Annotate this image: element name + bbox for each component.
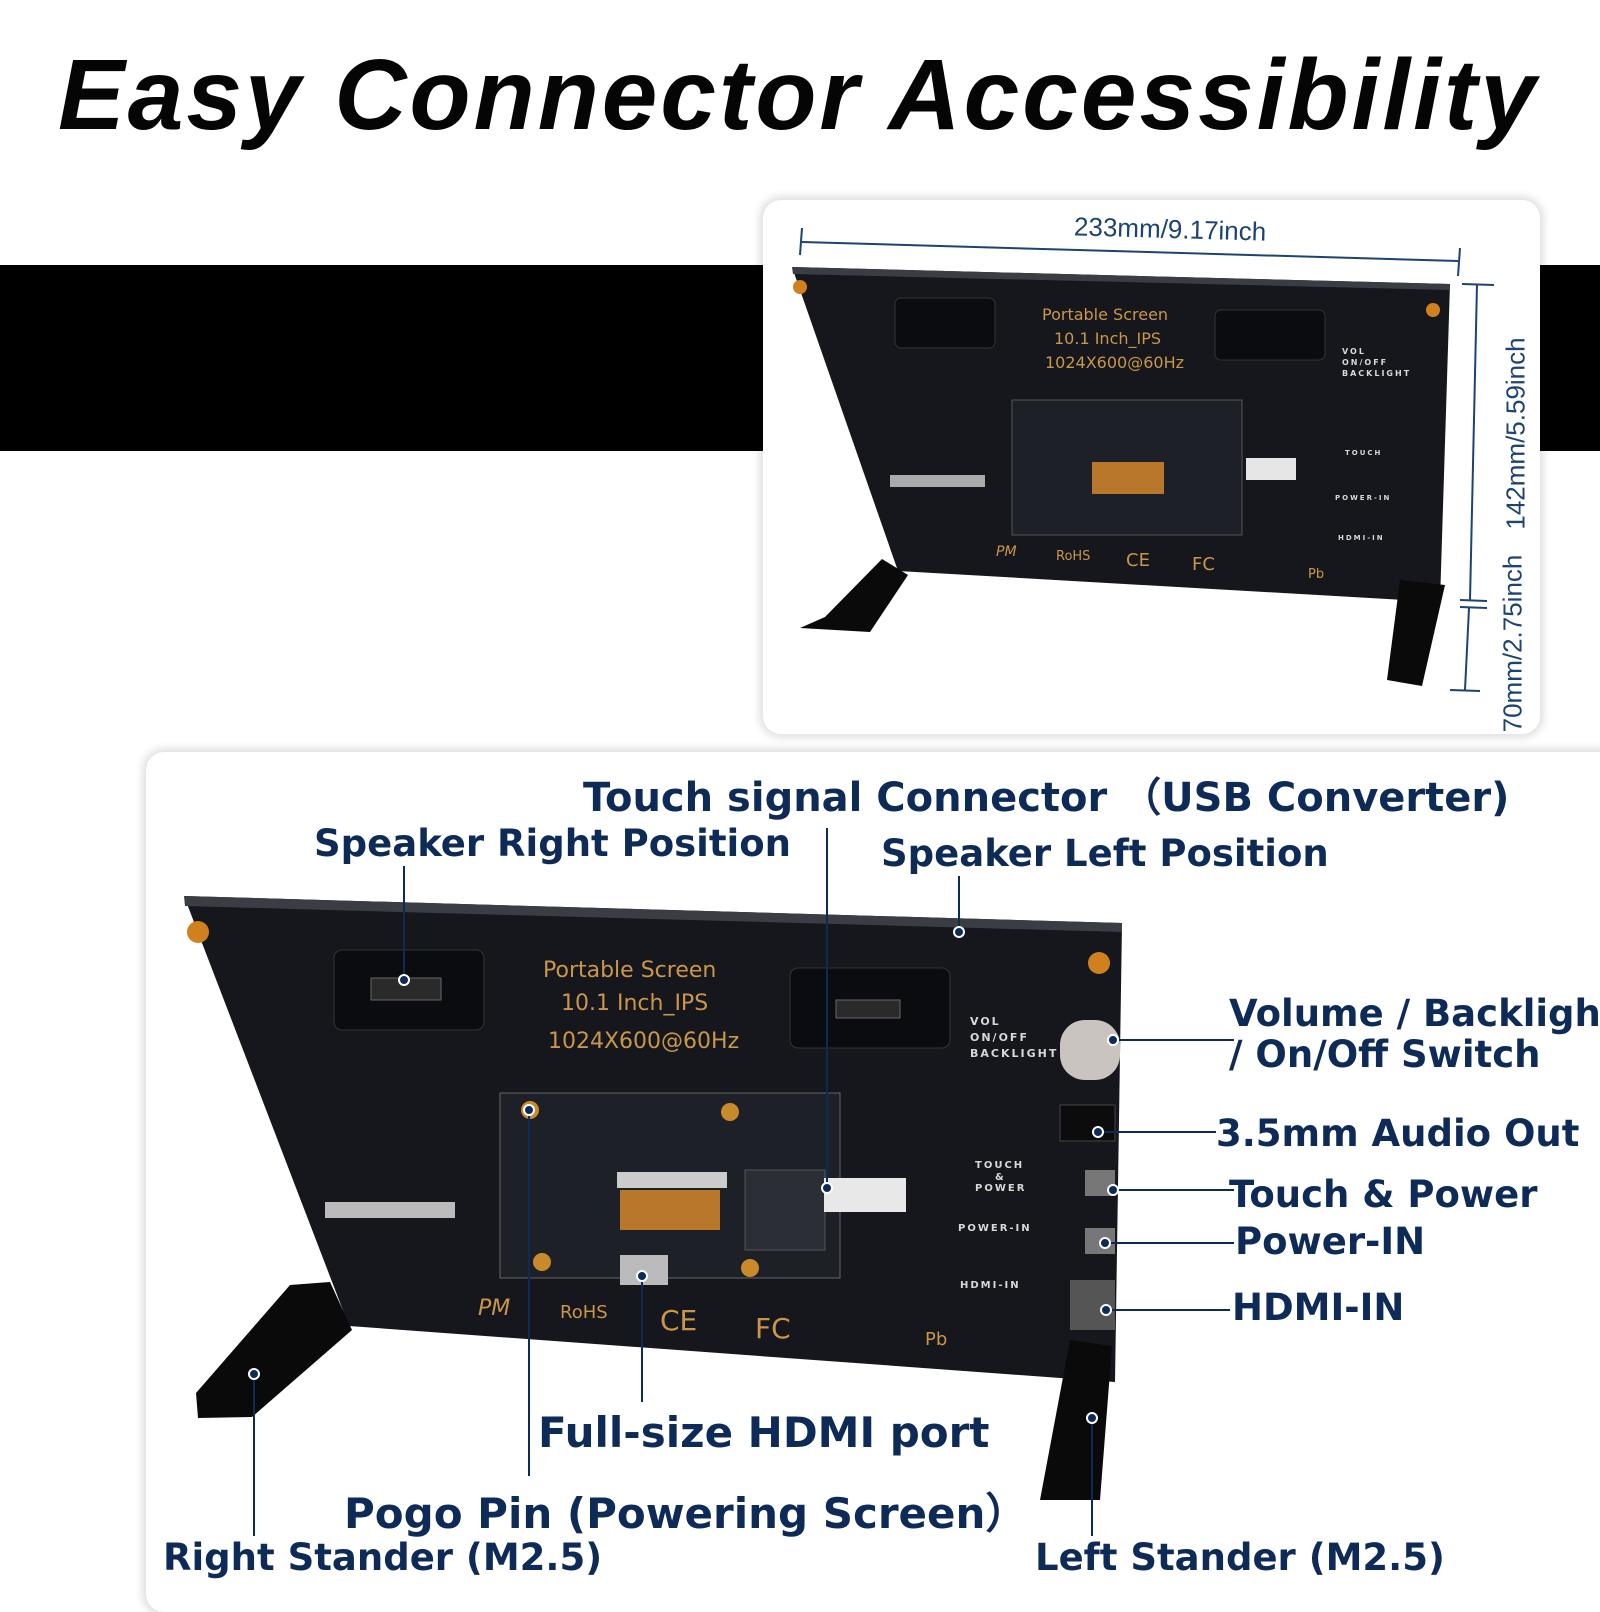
pogo-pin-label: Pogo Pin (Powering Screen） [344,1489,1028,1538]
top-board-image: Portable Screen 10.1 Inch_IPS 1024X600@6… [792,267,1450,686]
silk-touch: TOUCH [1345,449,1382,457]
silkscreen-line1: Portable Screen [1042,305,1168,324]
touch-signal-label: Touch signal Connector （USB Converter) [583,775,1510,821]
silk-power-in: POWER-IN [1335,494,1391,502]
silk-hdmi-in: HDMI-IN [960,1280,1021,1291]
silk-backlight: BACKLIGHT [1342,369,1411,378]
bottom-board-image: Portable Screen 10.1 Inch_IPS 1024X600@6… [184,896,1122,1500]
logo-pm: PM [478,1296,510,1321]
silk-amp: & [995,1172,1006,1183]
logo-pb: Pb [1308,567,1324,582]
hdmi-in-label: HDMI-IN [1232,1286,1405,1329]
logo-pm: PM [996,544,1017,560]
dimension-lines [799,227,1495,692]
silkscreen-line2: 10.1 Inch_IPS [1054,329,1161,349]
touch-power-label: Touch & Power [1229,1173,1538,1216]
logo-rohs: RoHS [1056,549,1090,564]
left-stander-label: Left Stander (M2.5) [1035,1536,1445,1579]
logo-ce: CE [660,1304,697,1337]
logo-fc: FC [1192,554,1215,575]
silkscreen-line3: 1024X600@60Hz [1045,353,1184,372]
silk-power: POWER [975,1183,1026,1194]
full-hdmi-label: Full-size HDMI port [538,1408,990,1457]
silk-onoff: ON/OFF [1342,358,1388,367]
silk-vol: VOL [1342,347,1366,356]
silkscreen-line1: Portable Screen [543,958,716,983]
silkscreen-line2: 10.1 Inch_IPS [561,991,708,1016]
silk-backlight: BACKLIGHT [970,1047,1058,1060]
silkscreen-line3: 1024X600@60Hz [548,1029,739,1054]
silk-onoff: ON/OFF [970,1031,1029,1044]
stand-height-dimension: 70mm/2.75inch [1497,554,1528,733]
leader-lines [253,828,1234,1536]
power-in-label: Power-IN [1235,1220,1426,1263]
logo-fc: FC [755,1312,791,1345]
volume-label-line2: / On/Off Switch [1229,1033,1541,1076]
volume-label-line1: Volume / Backlight [1229,992,1600,1035]
logo-ce: CE [1126,550,1150,571]
page-title: Easy Connector Accessibility [58,39,1539,151]
leader-dots [248,926,1119,1424]
board-height-dimension: 142mm/5.59inch [1500,337,1531,530]
speaker-right-label: Speaker Right Position [314,822,791,865]
width-dimension: 233mm/9.17inch [1073,211,1267,247]
silk-touch: TOUCH [975,1160,1024,1171]
silk-vol: VOL [970,1015,1001,1028]
logo-rohs: RoHS [560,1302,608,1323]
silk-power-in: POWER-IN [958,1223,1032,1234]
silk-hdmi-in: HDMI-IN [1338,534,1385,542]
right-stander-label: Right Stander (M2.5) [163,1536,603,1579]
speaker-left-label: Speaker Left Position [881,832,1329,875]
audio-out-label: 3.5mm Audio Out [1216,1112,1580,1155]
logo-pb: Pb [925,1329,947,1350]
